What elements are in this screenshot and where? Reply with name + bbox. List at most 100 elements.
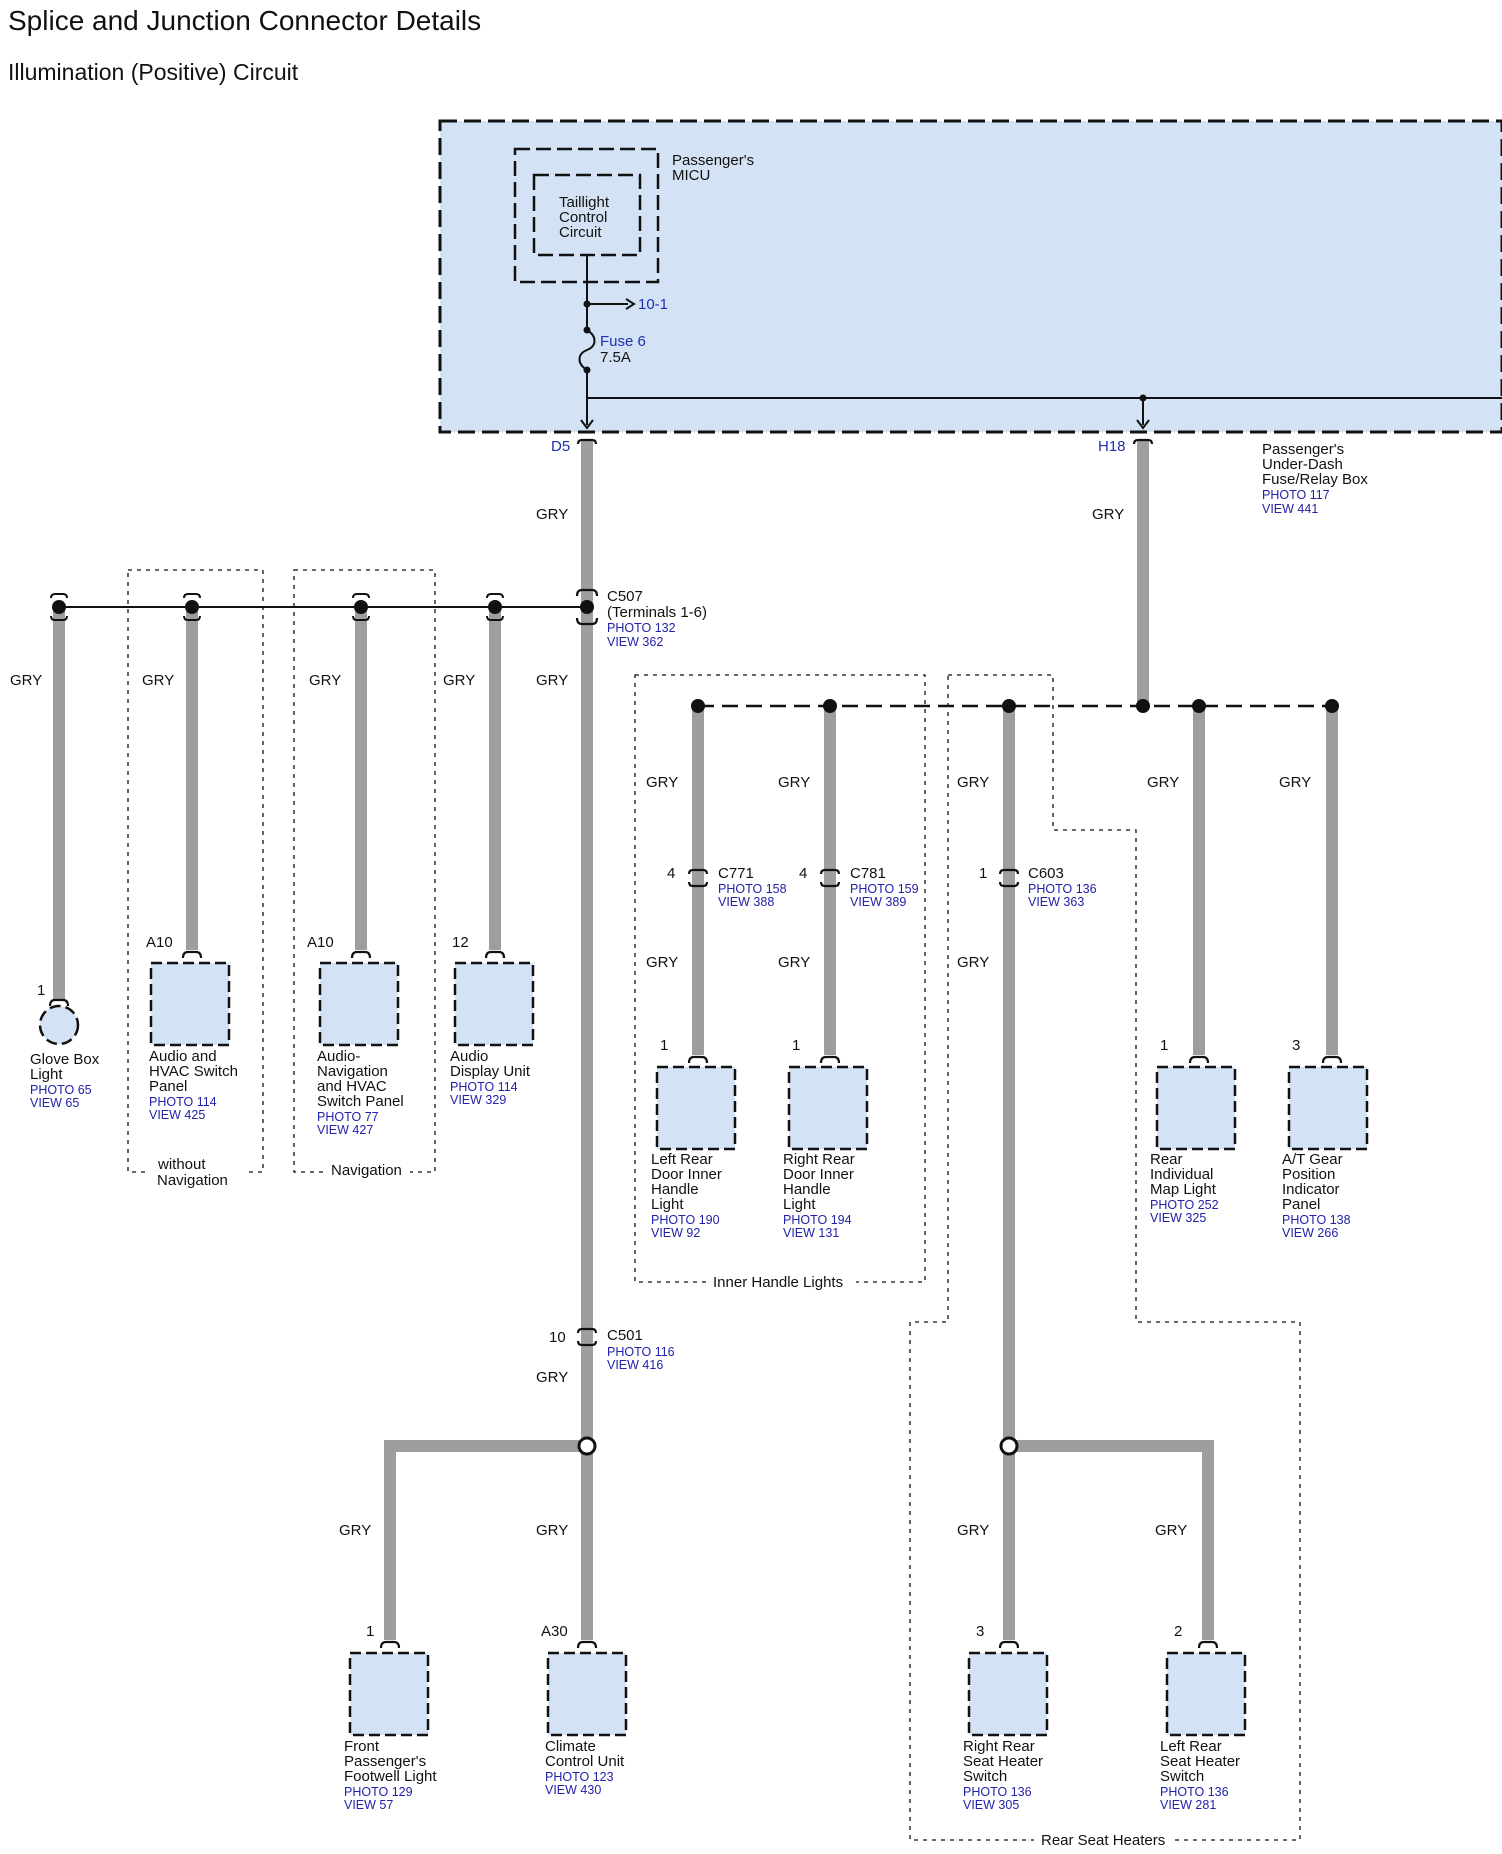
- left-rear-handle-photo: PHOTO 190: [651, 1213, 720, 1227]
- junction-dot-rear: [999, 1436, 1019, 1456]
- audio-display-label-2: Display Unit: [450, 1063, 531, 1080]
- wire-footwell: [384, 1440, 587, 1640]
- connector-mark: [352, 593, 370, 621]
- audio-nav-pin: A10: [307, 934, 334, 951]
- box-footwell: [348, 1651, 430, 1737]
- box-right-rear-handle: [787, 1065, 869, 1151]
- box-left-rear-handle: [655, 1065, 737, 1151]
- c501-pin: 10: [549, 1329, 566, 1346]
- pin-d5: D5: [551, 438, 570, 455]
- wire-label: GRY: [10, 672, 42, 689]
- box-left-seat: [1165, 1651, 1247, 1737]
- climate-view: VIEW 430: [545, 1783, 601, 1797]
- audio-nav-label-4: Switch Panel: [317, 1093, 404, 1110]
- connector-end: [1321, 1055, 1343, 1064]
- c507-sub: (Terminals 1-6): [607, 604, 707, 621]
- wire-label: GRY: [778, 774, 810, 791]
- group-label-inner: Inner Handle Lights: [713, 1274, 843, 1291]
- audio-display-label-1: Audio: [450, 1048, 488, 1065]
- c507-name: C507: [607, 588, 643, 605]
- left-rear-handle-pin: 1: [660, 1037, 668, 1054]
- wire-label: GRY: [309, 672, 341, 689]
- wire-group: [53, 440, 1338, 1640]
- connector-c771: [687, 868, 709, 888]
- wire-label: GRY: [536, 506, 568, 523]
- splice-dot: [691, 699, 705, 713]
- rear-map-label-2: Individual: [1150, 1166, 1213, 1183]
- connector-mark: [50, 593, 68, 621]
- at-gear-view: VIEW 266: [1282, 1226, 1338, 1240]
- left-rear-handle-label-4: Light: [651, 1196, 684, 1213]
- c771-photo: PHOTO 158: [718, 882, 787, 896]
- wire-label: GRY: [339, 1522, 371, 1539]
- box-at-gear: [1287, 1065, 1369, 1151]
- audio-hvac-label-1: Audio and: [149, 1048, 217, 1065]
- connector-mark: [486, 593, 504, 621]
- glovebox-label-2: Light: [30, 1066, 63, 1083]
- right-rear-handle-view: VIEW 131: [783, 1226, 839, 1240]
- ref-label: 10-1: [638, 296, 668, 313]
- audio-nav-label-3: and HVAC: [317, 1078, 387, 1095]
- box-audio-nav: [318, 961, 400, 1047]
- left-seat-label-2: Seat Heater: [1160, 1753, 1240, 1770]
- wire-label: GRY: [646, 954, 678, 971]
- fuse-icon: [578, 329, 596, 371]
- connector-end: [1197, 1640, 1219, 1649]
- right-seat-pin: 3: [976, 1623, 984, 1640]
- circuit-label-1: Taillight: [559, 194, 610, 211]
- wire-label: GRY: [1155, 1522, 1187, 1539]
- right-rear-handle-label-2: Door Inner: [783, 1166, 854, 1183]
- wire-label: GRY: [443, 672, 475, 689]
- footwell-label-2: Passenger's: [344, 1753, 426, 1770]
- audio-hvac-photo: PHOTO 114: [149, 1095, 217, 1109]
- right-rear-handle-pin: 1: [792, 1037, 800, 1054]
- footwell-photo: PHOTO 129: [344, 1785, 413, 1799]
- group-label-bg: [148, 1157, 244, 1191]
- climate-label-1: Climate: [545, 1738, 596, 1755]
- splice-dot: [580, 600, 594, 614]
- climate-photo: PHOTO 123: [545, 1770, 614, 1784]
- glovebox-pin: 1: [37, 982, 45, 999]
- connector-end: [1188, 1055, 1210, 1064]
- left-seat-label-1: Left Rear: [1160, 1738, 1222, 1755]
- audio-nav-view: VIEW 427: [317, 1123, 373, 1137]
- box-climate: [546, 1651, 628, 1737]
- audio-hvac-pin: A10: [146, 934, 173, 951]
- wire-label: GRY: [1279, 774, 1311, 791]
- right-rear-handle-label-1: Right Rear: [783, 1151, 855, 1168]
- c501-name: C501: [607, 1327, 643, 1344]
- audio-hvac-label-2: HVAC Switch: [149, 1063, 238, 1080]
- fuse-name: Fuse 6: [600, 333, 646, 350]
- circuit-label-3: Circuit: [559, 224, 602, 241]
- group-label-bg: [1034, 1830, 1174, 1850]
- at-gear-pin: 3: [1292, 1037, 1300, 1054]
- connector-mark: [575, 588, 599, 626]
- inline-connectors: [576, 438, 1154, 1347]
- at-gear-label-1: A/T Gear: [1282, 1151, 1343, 1168]
- connector-h18: [1132, 438, 1154, 445]
- group-label-rear-seat: Rear Seat Heaters: [1041, 1832, 1165, 1849]
- box-audio-hvac: [149, 961, 231, 1047]
- wire-label: GRY: [957, 954, 989, 971]
- footwell-view: VIEW 57: [344, 1798, 393, 1812]
- splice-dot: [185, 600, 199, 614]
- splice-dot: [1325, 699, 1339, 713]
- splice-dot: [488, 600, 502, 614]
- glovebox-photo: PHOTO 65: [30, 1083, 92, 1097]
- c781-pin: 4: [799, 865, 807, 882]
- fusebox-label-3: Fuse/Relay Box: [1262, 471, 1368, 488]
- connector-c603: [998, 868, 1020, 888]
- left-rear-handle-view: VIEW 92: [651, 1226, 700, 1240]
- c507-splice-points: [50, 588, 599, 626]
- group-label-without-2: Navigation: [157, 1172, 228, 1189]
- footwell-label-1: Front: [344, 1738, 380, 1755]
- fuse-rating: 7.5A: [600, 349, 631, 366]
- rear-map-pin: 1: [1160, 1037, 1168, 1054]
- splice-dot: [52, 600, 66, 614]
- splice-dot: [1136, 699, 1150, 713]
- climate-label-2: Control Unit: [545, 1753, 625, 1770]
- at-gear-label-4: Panel: [1282, 1196, 1320, 1213]
- circuit-label-2: Control: [559, 209, 607, 226]
- c603-name: C603: [1028, 865, 1064, 882]
- c781-view: VIEW 389: [850, 895, 906, 909]
